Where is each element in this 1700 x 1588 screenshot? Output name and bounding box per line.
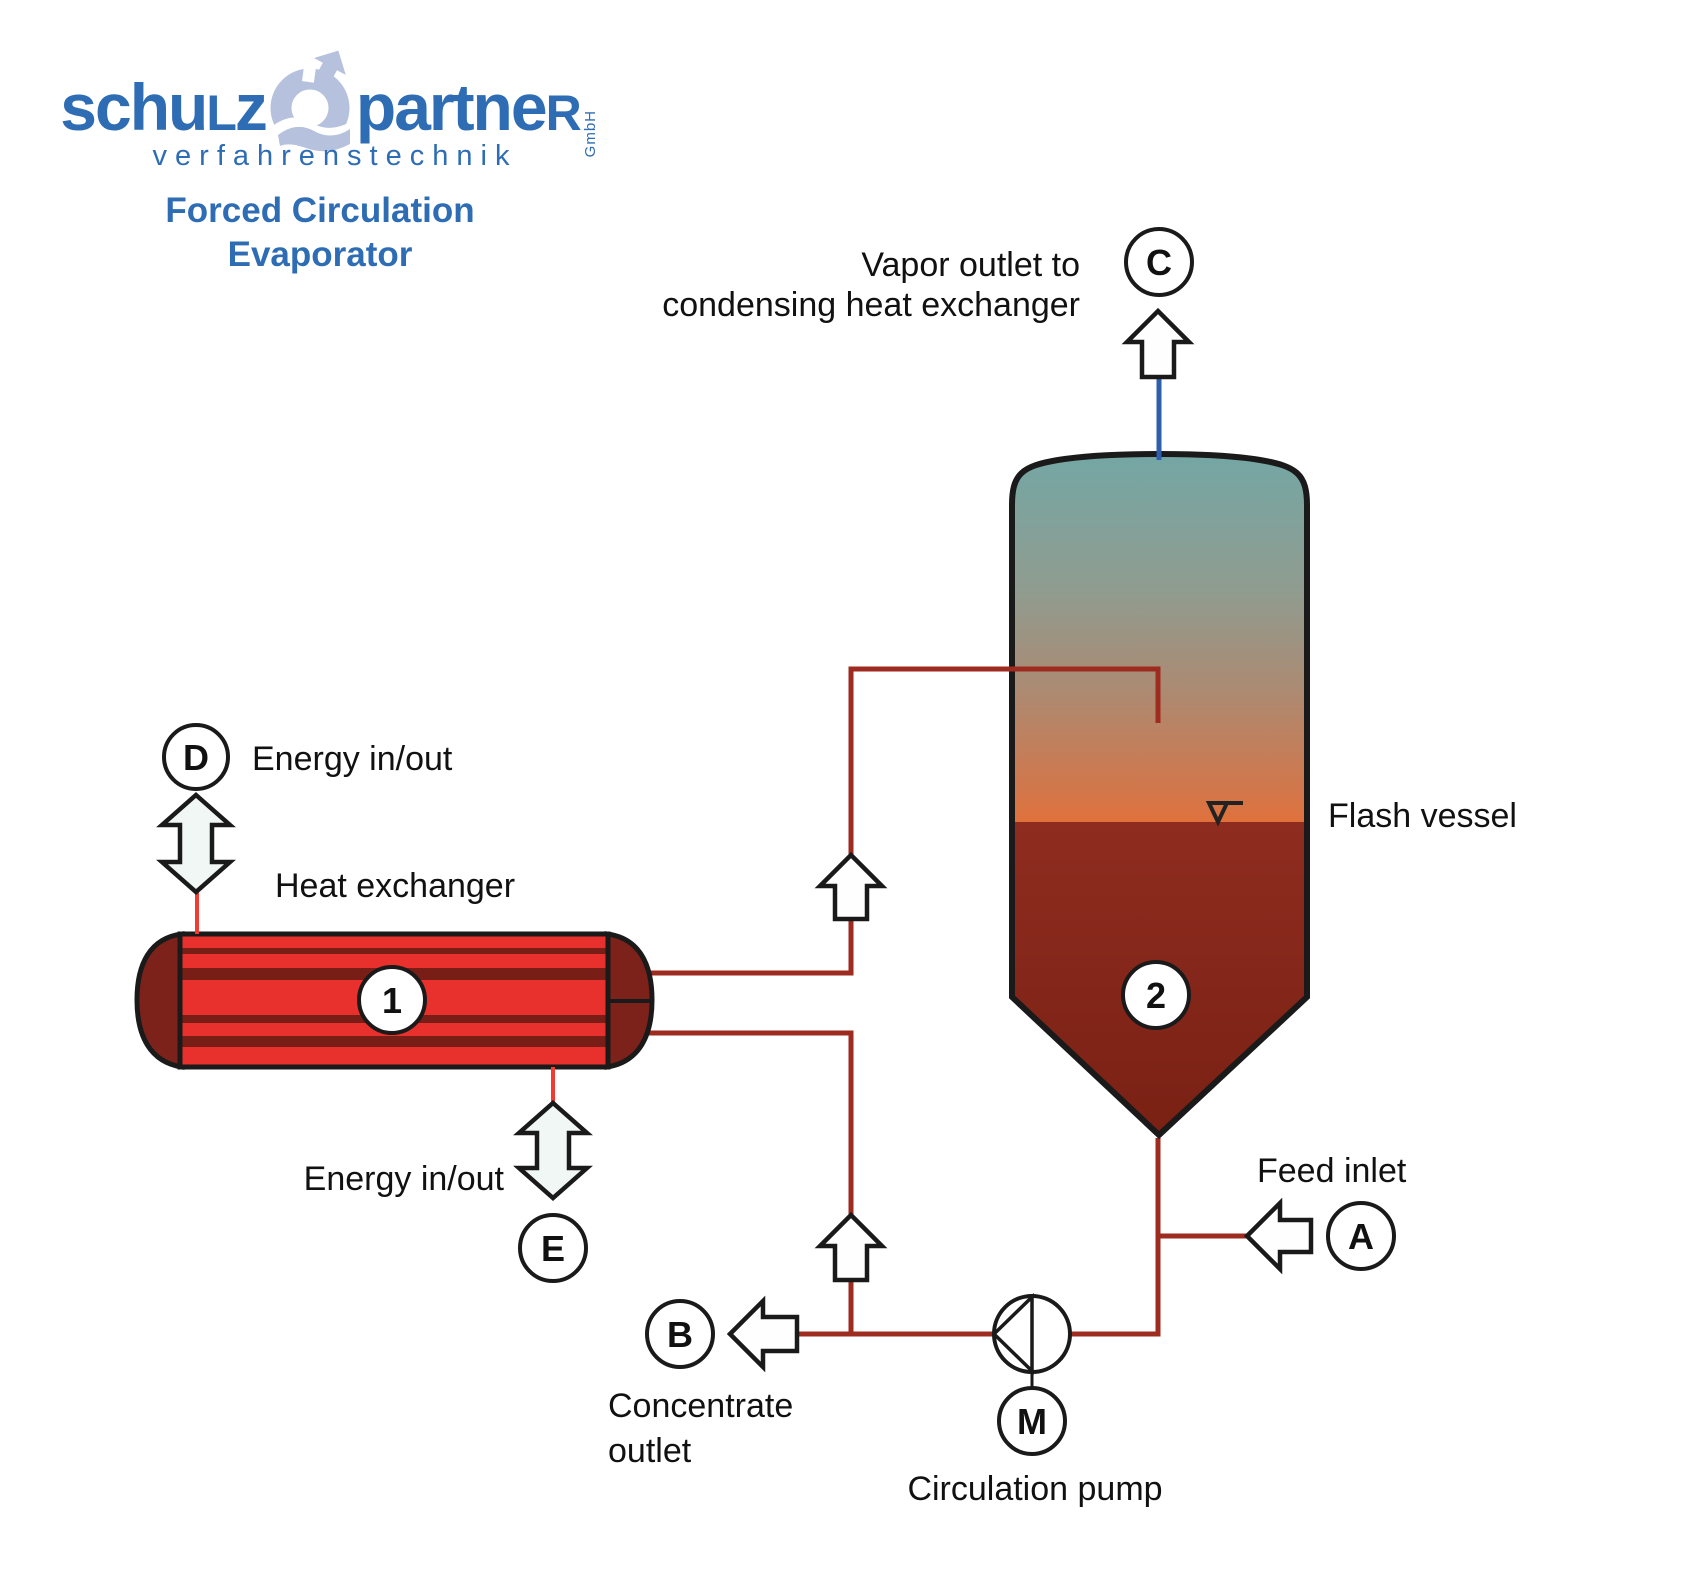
energy-top-double-arrow-icon	[156, 791, 236, 896]
concentrate-outlet-arrow-icon	[726, 1295, 800, 1373]
vapor-outlet-arrow-icon	[1121, 307, 1195, 380]
flow-arrows	[156, 307, 1314, 1373]
tag-circle-2	[1121, 960, 1191, 1030]
vessel-internal-inlet-pipe	[1009, 666, 1161, 723]
tag-A: A	[1348, 1216, 1374, 1257]
logo-word-schulz: schuLz	[60, 74, 268, 142]
motor-tag: M	[1017, 1401, 1047, 1442]
diagram-title: Forced Circulation Evaporator	[55, 189, 585, 277]
logo-word-partner-cap: R	[545, 85, 582, 142]
tag-C: C	[1146, 242, 1172, 283]
logo-mark-icon	[269, 50, 354, 152]
return-up-arrow-icon	[814, 1211, 888, 1283]
feed-inlet-arrow-icon	[1243, 1197, 1314, 1275]
logo-word-partner-pre: partne	[355, 70, 548, 145]
tag-circle-1	[357, 965, 427, 1035]
circulation-pump: M	[991, 1292, 1072, 1456]
logo-wordmark: schuLz partneR	[55, 26, 585, 152]
motor-circle	[997, 1386, 1067, 1456]
level-marker-triangle-icon	[1205, 801, 1231, 827]
energy-bottom-double-arrow-icon	[513, 1099, 593, 1202]
logo: schuLz partneR verfahrenstechnik GmbH Fo…	[55, 26, 599, 277]
tag-2: 2	[1146, 975, 1166, 1016]
logo-word-schulz-pre: schu	[60, 70, 208, 145]
tag-circle-C	[1124, 227, 1194, 297]
tag-circle-D	[162, 723, 230, 791]
tag-E: E	[541, 1228, 565, 1269]
logo-word-partner: partneR	[356, 74, 582, 142]
label-circulation-pump: Circulation pump	[907, 1470, 1162, 1508]
diagram-title-line2: Evaporator	[227, 234, 413, 274]
pipe-vessel-downcomer	[1070, 1138, 1161, 1337]
flash-vessel-body	[1009, 451, 1310, 1140]
diagram-labels: Vapor outlet to condensing heat exchange…	[252, 246, 1517, 1508]
hx-left-head	[134, 931, 185, 1070]
tag-circle-B	[645, 1299, 715, 1369]
pump-impeller-triangle-icon	[991, 1292, 1034, 1376]
tag-1: 1	[382, 980, 402, 1021]
logo-word-schulz-cap: L	[206, 85, 237, 142]
flash-vessel	[1009, 378, 1310, 1140]
diagram-title-line1: Forced Circulation	[165, 191, 475, 230]
tag-B: B	[667, 1314, 693, 1355]
logo-subtitle: verfahrenstechnik	[152, 140, 518, 172]
label-energy-top: Energy in/out	[252, 740, 453, 778]
label-vapor-outlet-line2: condensing heat exchanger	[662, 286, 1080, 324]
riser-up-arrow-icon	[814, 851, 888, 922]
label-heat-exchanger: Heat exchanger	[275, 867, 515, 905]
tag-circle-E	[518, 1213, 588, 1283]
pipe-hx-return-down	[648, 1030, 854, 1215]
liquid-level-marker	[1205, 801, 1243, 827]
label-flash-vessel: Flash vessel	[1328, 797, 1517, 835]
label-feed-inlet: Feed inlet	[1257, 1152, 1407, 1190]
logo-word-schulz-post: z	[234, 70, 268, 145]
tag-D: D	[183, 737, 209, 778]
label-concentrate-line1: Concentrate	[608, 1387, 793, 1425]
label-energy-bottom: Energy in/out	[304, 1160, 505, 1198]
tag-circles: C D E A B 1 2	[162, 227, 1396, 1369]
pipe-hx-to-riser	[648, 919, 854, 976]
tag-circle-A	[1326, 1201, 1396, 1271]
label-concentrate-line2: outlet	[608, 1432, 692, 1470]
label-vapor-outlet-line1: Vapor outlet to	[861, 246, 1080, 284]
